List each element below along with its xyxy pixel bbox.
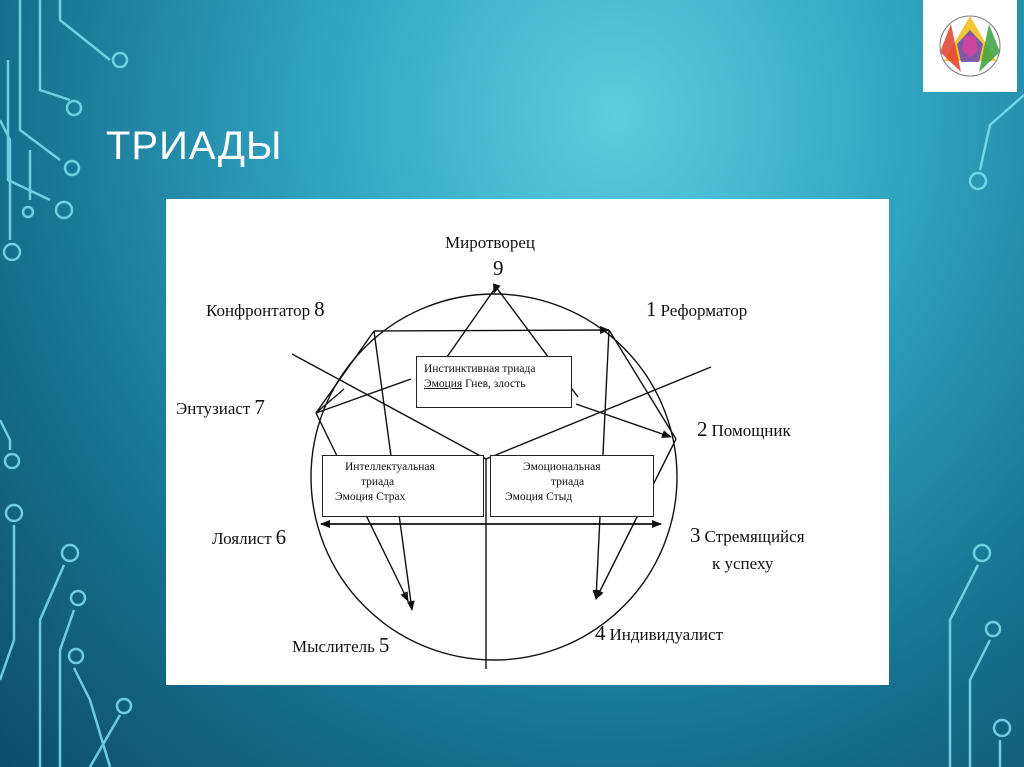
point-3-name-line1: Стремящийся: [704, 527, 805, 546]
point-7-name: Энтузиаст: [176, 399, 251, 418]
point-1-number: 1: [646, 297, 657, 321]
intellectual-emotion: Страх: [376, 490, 406, 503]
point-8-name: Конфронтатор: [206, 301, 311, 320]
intellectual-triad-title-2: триада: [361, 475, 395, 488]
point-2-name: Помощник: [711, 421, 791, 440]
point-4-label: 4 Индивидуалист: [595, 623, 723, 644]
point-9-number: 9: [493, 256, 504, 280]
emotional-triad-title-1: Эмоциональная: [523, 461, 601, 473]
instinctive-emotion-label: Эмоция: [424, 377, 463, 390]
point-7-number: 7: [254, 395, 265, 419]
instinctive-triad-box: Инстинктивная триада Эмоция Гнев, злость: [416, 356, 572, 408]
enneagram-logo-icon: [939, 15, 1001, 77]
point-3-number: 3: [690, 523, 701, 547]
instinctive-triad-title: Инстинктивная триада: [424, 363, 536, 375]
point-9-label: Миротворец: [445, 234, 535, 252]
point-4-number: 4: [595, 621, 606, 645]
point-4-name: Индивидуалист: [609, 625, 723, 644]
enneagram-lines: [291, 283, 712, 669]
point-7-label: Энтузиаст 7: [176, 397, 265, 418]
point-5-label: Мыслитель 5: [292, 635, 389, 656]
triads-diagram: Миротворец 9 Конфронтатор 8 1 Реформатор…: [166, 199, 889, 685]
point-2-number: 2: [697, 417, 708, 441]
instinctive-emotion: Гнев, злость: [465, 377, 526, 390]
point-5-name: Мыслитель: [292, 637, 375, 656]
emotional-emotion: Стыд: [546, 490, 573, 503]
point-9-name: Миротворец: [445, 233, 535, 252]
point-6-label: Лоялист 6: [212, 527, 286, 548]
point-8-number: 8: [314, 297, 325, 321]
enneagram-logo: [923, 0, 1017, 92]
emotional-triad-box: Эмоциональная триада Эмоция Стыд: [490, 455, 654, 517]
point-1-name: Реформатор: [660, 301, 748, 320]
point-6-number: 6: [275, 525, 287, 549]
intellectual-triad-title-1: Интеллектуальная: [345, 461, 435, 473]
intellectual-emotion-label: Эмоция: [335, 490, 374, 503]
point-5-number: 5: [378, 633, 390, 657]
emotional-triad-title-2: триада: [551, 475, 585, 488]
point-2-label: 2 Помощник: [697, 419, 791, 440]
point-6-name: Лоялист: [212, 529, 272, 548]
point-1-label: 1 Реформатор: [646, 299, 747, 320]
slide-title: ТРИАДЫ: [106, 124, 283, 168]
emotional-emotion-label: Эмоция: [505, 490, 544, 503]
point-8-label: Конфронтатор 8: [206, 299, 325, 320]
point-3-label-line2: к успеху: [712, 554, 774, 573]
intellectual-triad-box: Интеллектуальная триада Эмоция Страх: [322, 455, 484, 517]
point-3-label: 3 Стремящийся: [690, 525, 805, 546]
